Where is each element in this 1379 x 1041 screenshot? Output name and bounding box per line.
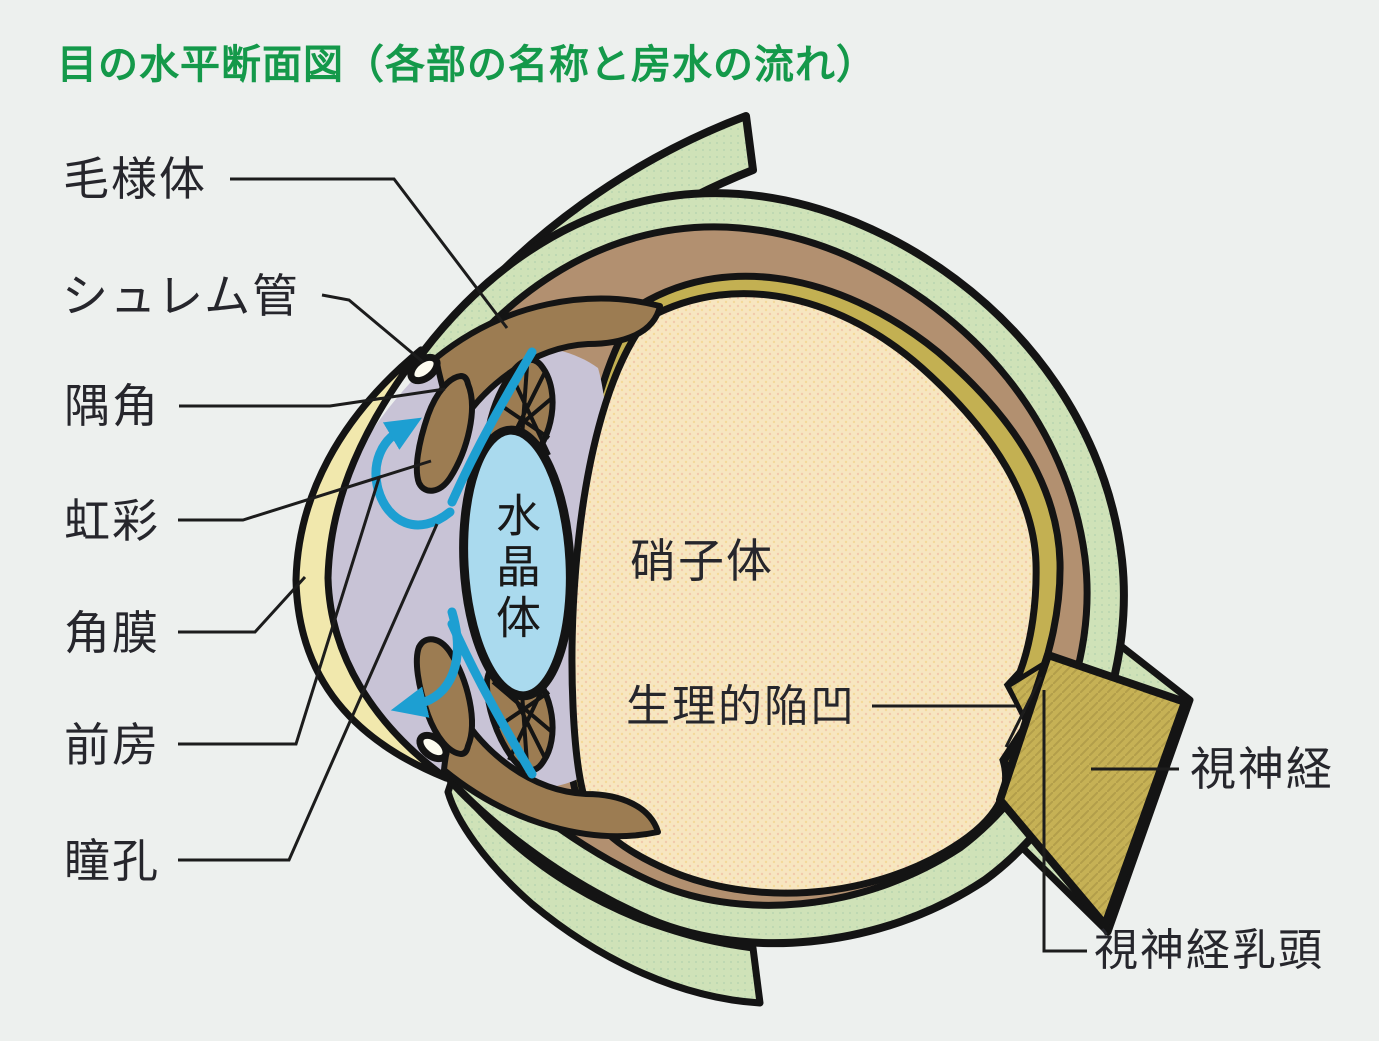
leader-pupil: [178, 523, 439, 862]
label-physiological-cup: 生理的陥凹: [626, 682, 856, 731]
leader-physiological-cup-tick: [1004, 676, 1043, 748]
page-title: 目の水平断面図（各部の名称と房水の流れ）: [57, 43, 877, 87]
label-pupil: 瞳孔: [64, 835, 160, 887]
label-optic-disc: 視神経乳頭: [1094, 926, 1324, 975]
lens-shape: [459, 425, 575, 701]
label-anterior-chamber: 前房: [64, 719, 160, 771]
leader-ciliary-body: [230, 177, 509, 329]
label-optic-nerve: 視神経: [1190, 743, 1334, 795]
vitreous-body-region: [568, 290, 1040, 897]
label-vitreous-body: 硝子体: [630, 535, 774, 587]
leader-lines: [178, 177, 1179, 953]
leader-cornea: [178, 575, 307, 634]
label-schlemm-canal: シュレム管: [62, 270, 301, 322]
leader-iris: [178, 459, 432, 522]
leader-optic-disc: [1042, 690, 1087, 953]
label-cornea: 角膜: [64, 607, 160, 659]
inferior-muscle-flap: [444, 776, 764, 1007]
aqueous-flow-arrows: [371, 347, 537, 779]
label-lens: 水晶体: [489, 492, 540, 645]
schlemm-canal-upper: [407, 353, 441, 385]
label-ciliary-body: 毛様体: [63, 153, 207, 205]
leader-angle: [179, 387, 446, 408]
leader-schlemm-canal: [321, 293, 424, 364]
optic-nerve-trunk: [996, 651, 1189, 929]
label-iris: 虹彩: [64, 495, 160, 547]
leader-anterior-chamber: [178, 477, 381, 746]
schlemm-canal-lower: [416, 731, 450, 763]
label-angle: 隅角: [64, 380, 160, 432]
